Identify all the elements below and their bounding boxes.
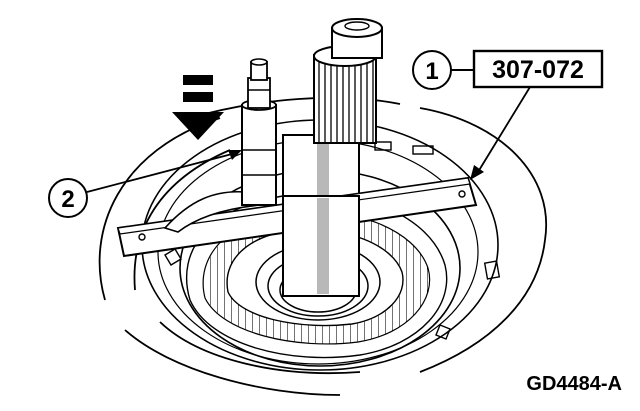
leader-arrowhead-2 [228,150,242,160]
part-number-box [472,49,604,89]
leader-line-1 [477,86,531,173]
gauge-post [241,58,277,206]
part-number-label: 307-072 [492,56,584,84]
leader-line-2 [86,153,233,193]
downward-force-arrow [172,75,224,140]
callout-2-number: 2 [61,186,74,213]
figure-code: GD4484-A [526,373,622,395]
callout-2: 2 [48,150,242,218]
callout-1: 1 307-072 [412,49,604,180]
input-shaft-front [282,195,360,297]
housing-details [164,141,501,340]
callout-1-number: 1 [425,58,438,85]
leader-arrowhead-1 [470,165,484,180]
housing-outline [98,96,548,396]
